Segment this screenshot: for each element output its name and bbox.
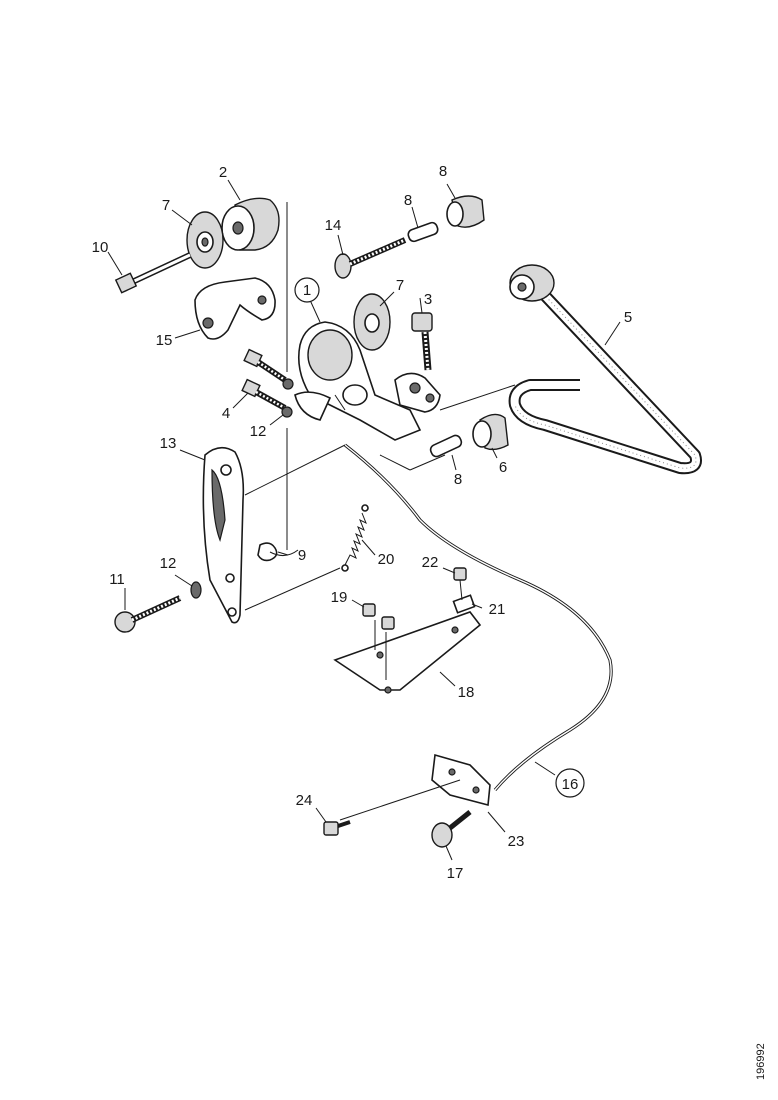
label-7-middle: 7 (396, 277, 404, 294)
handle-bracket-23 (431, 753, 491, 807)
bolt-14 (334, 237, 407, 279)
bolt-3 (411, 312, 433, 371)
drawing-code: 196992 (755, 1043, 767, 1080)
label-6: 6 (499, 459, 507, 476)
label-16: 16 (562, 776, 579, 793)
bolt-10 (114, 252, 192, 294)
label-12-upper: 12 (250, 423, 267, 440)
label-17: 17 (447, 865, 464, 882)
washer-12-upper (281, 406, 293, 418)
clamp-21 (452, 594, 476, 614)
label-7-top: 7 (162, 197, 170, 214)
bushing-8-top (446, 195, 485, 228)
label-23: 23 (508, 833, 525, 850)
label-15: 15 (156, 332, 173, 349)
bushing-6 (472, 413, 509, 451)
bolt-4 (241, 378, 287, 411)
idler-arm-1 (294, 321, 422, 441)
idler-pulley-2 (221, 197, 280, 251)
label-4: 4 (222, 405, 230, 422)
bolt-24 (323, 820, 351, 836)
label-10: 10 (92, 239, 109, 256)
lever-plate-13 (202, 446, 245, 624)
spring-9 (257, 542, 299, 562)
label-22: 22 (422, 554, 439, 571)
label-5: 5 (624, 309, 632, 326)
label-12-lower: 12 (160, 555, 177, 572)
label-8-top-right: 8 (439, 163, 447, 180)
spring-20 (341, 504, 369, 572)
label-1: 1 (303, 282, 311, 299)
bolt-upper-left (243, 348, 287, 383)
callout-circle-16 (555, 768, 585, 798)
drive-belt (508, 264, 702, 475)
callout-circle-1 (294, 277, 320, 303)
callout-leaders (107, 179, 621, 861)
washer-7-middle (353, 293, 391, 351)
bolt-11 (114, 595, 182, 633)
label-20: 20 (378, 551, 395, 568)
cable-bracket-18 (333, 611, 482, 694)
label-8-lower: 8 (454, 471, 462, 488)
screw-22 (453, 567, 467, 581)
label-2: 2 (219, 164, 227, 181)
label-8-top-left: 8 (404, 192, 412, 209)
label-18: 18 (458, 684, 475, 701)
washer-upper (282, 378, 294, 390)
spacer-8-lower (429, 434, 463, 458)
label-13: 13 (160, 435, 177, 452)
washer-12-lower (190, 581, 202, 599)
washer-7-top (186, 211, 224, 269)
pivot-bracket (394, 372, 441, 413)
screw-19 (362, 603, 395, 630)
label-14: 14 (325, 217, 342, 234)
control-cable-16 (344, 443, 613, 792)
bracket-15 (194, 277, 276, 340)
label-24: 24 (296, 792, 313, 809)
label-11: 11 (109, 571, 125, 588)
spacer-8-top (407, 221, 439, 243)
assembly-lines (244, 202, 516, 821)
knob-17 (431, 810, 472, 848)
label-3: 3 (424, 291, 432, 308)
label-19: 19 (331, 589, 348, 606)
label-21: 21 (489, 601, 506, 618)
label-9: 9 (298, 547, 306, 564)
